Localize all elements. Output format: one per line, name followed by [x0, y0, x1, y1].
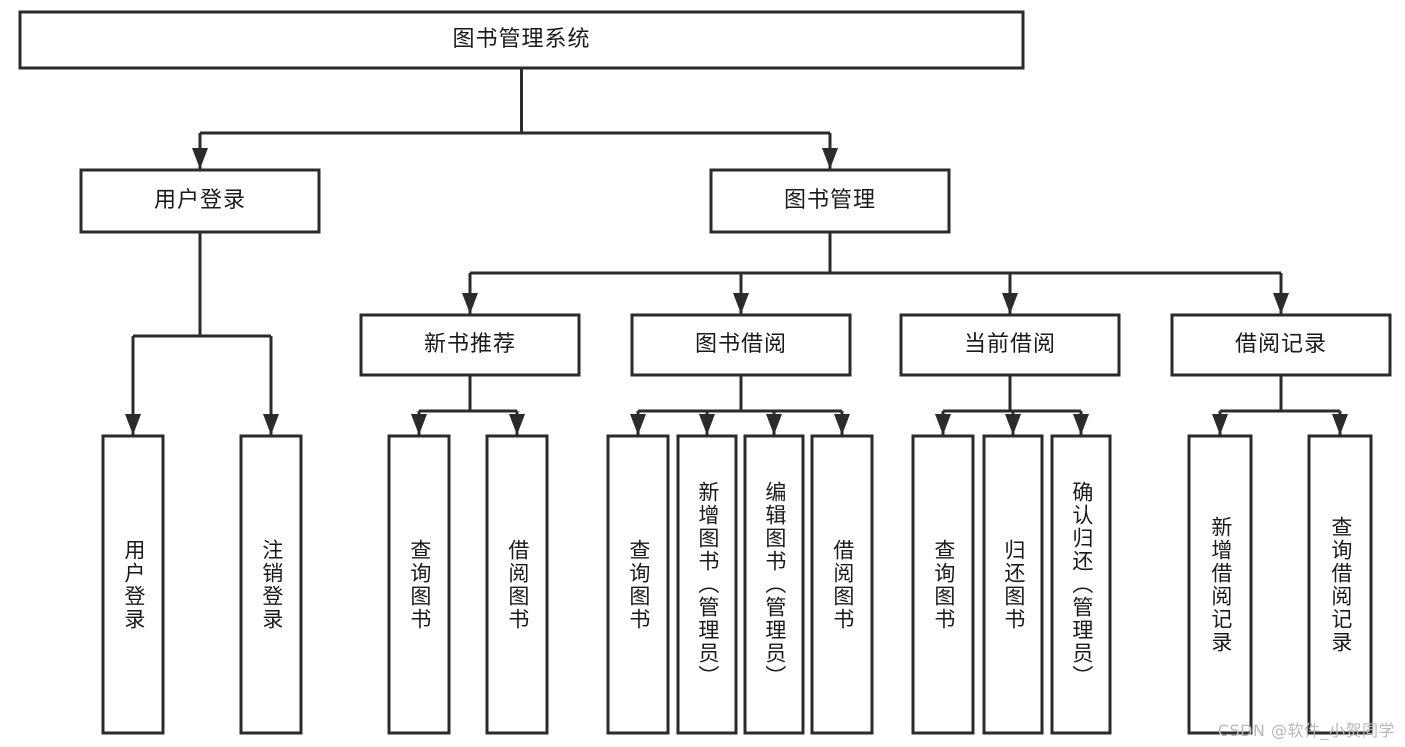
node-level2-0[interactable]: [79, 168, 321, 234]
node-root-book-management-system[interactable]: [18, 10, 1025, 70]
arrowhead-icon: [834, 414, 850, 435]
node-leaf-3[interactable]: [485, 434, 549, 735]
arrowhead-icon: [822, 148, 838, 169]
node-leaf-2[interactable]: [387, 434, 451, 735]
node-rectangles: [18, 10, 1392, 735]
node-level3-2[interactable]: [899, 313, 1121, 377]
node-leaf-7[interactable]: [810, 434, 874, 735]
arrowhead-icon: [1073, 414, 1089, 435]
arrowhead-icon: [630, 414, 646, 435]
arrowhead-icon: [125, 414, 141, 435]
node-leaf-5[interactable]: [676, 434, 738, 735]
arrowhead-icon: [1273, 293, 1289, 314]
arrowhead-icon: [1005, 414, 1021, 435]
arrowhead-icon: [1332, 414, 1348, 435]
connector-lines: [125, 68, 1348, 435]
node-leaf-6[interactable]: [743, 434, 805, 735]
arrowhead-icon: [766, 414, 782, 435]
node-leaf-9[interactable]: [982, 434, 1044, 735]
node-level3-3[interactable]: [1170, 313, 1392, 377]
node-level3-1[interactable]: [630, 313, 852, 377]
arrowhead-icon: [699, 414, 715, 435]
node-level2-1[interactable]: [709, 168, 951, 234]
node-leaf-1[interactable]: [239, 434, 303, 735]
node-leaf-0[interactable]: [101, 434, 165, 735]
node-leaf-12[interactable]: [1307, 434, 1373, 735]
arrowhead-icon: [192, 148, 208, 169]
node-leaf-8[interactable]: [911, 434, 975, 735]
arrowhead-icon: [509, 414, 525, 435]
arrowhead-icon: [411, 414, 427, 435]
node-level3-0[interactable]: [359, 313, 581, 377]
arrowhead-icon: [1002, 293, 1018, 314]
arrowhead-icon: [1212, 414, 1228, 435]
arrowhead-icon: [733, 293, 749, 314]
arrowhead-icon: [462, 293, 478, 314]
node-leaf-4[interactable]: [606, 434, 670, 735]
arrowhead-icon: [263, 414, 279, 435]
node-leaf-10[interactable]: [1050, 434, 1112, 735]
arrowhead-icon: [935, 414, 951, 435]
node-leaf-11[interactable]: [1187, 434, 1253, 735]
